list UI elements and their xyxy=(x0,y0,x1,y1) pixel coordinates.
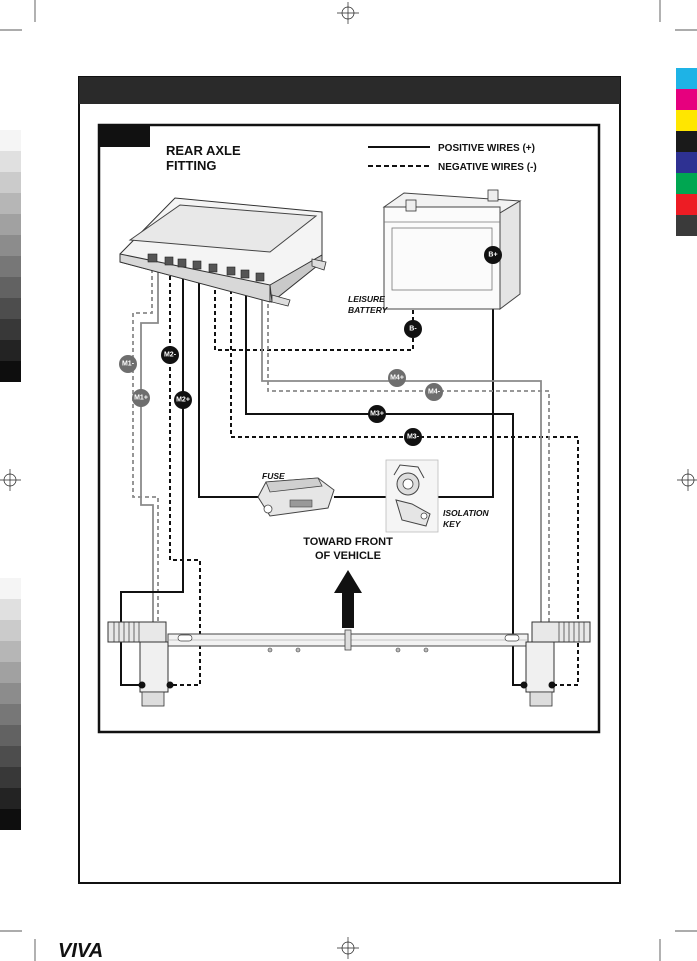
svg-text:B+: B+ xyxy=(488,252,497,259)
wire-fuse-feed xyxy=(198,262,258,498)
wire-m3-positive xyxy=(245,262,522,686)
battery-label-line2: BATTERY xyxy=(348,305,389,315)
svg-text:M4+: M4+ xyxy=(390,375,404,382)
right-motor xyxy=(525,621,591,707)
badge-m2-minus: M2- xyxy=(161,346,179,364)
wire-battery-negative xyxy=(214,213,414,351)
greyscale-swatch xyxy=(0,235,21,256)
badge-m2-plus: M2+ xyxy=(174,391,192,409)
wire-m2-negative xyxy=(169,262,201,686)
wire-m1-negative xyxy=(132,262,159,625)
greyscale-strip-top xyxy=(0,130,21,382)
greyscale-strip-bottom xyxy=(0,578,21,830)
badge-m3-minus: M3- xyxy=(404,428,422,446)
greyscale-swatch xyxy=(0,130,21,151)
greyscale-swatch xyxy=(0,578,21,599)
greyscale-swatch xyxy=(0,704,21,725)
color-calibration-bar xyxy=(676,68,697,236)
svg-text:B-: B- xyxy=(409,326,417,333)
greyscale-swatch xyxy=(0,214,21,235)
registration-mark-top xyxy=(337,2,359,24)
direction-label-line2: OF VEHICLE xyxy=(315,550,381,562)
figure-tab xyxy=(99,125,150,147)
greyscale-swatch xyxy=(0,319,21,340)
registration-mark-bottom xyxy=(337,937,359,959)
registration-mark-right xyxy=(677,469,697,491)
color-swatch xyxy=(676,68,697,89)
color-swatch xyxy=(676,152,697,173)
fuse-label: FUSE xyxy=(262,471,285,481)
badge-m4-plus: M4+ xyxy=(388,369,406,387)
color-swatch xyxy=(676,110,697,131)
color-swatch xyxy=(676,194,697,215)
greyscale-swatch xyxy=(0,788,21,809)
wire-m1-positive xyxy=(140,262,159,625)
svg-text:M1-: M1- xyxy=(122,361,135,368)
greyscale-swatch xyxy=(0,809,21,830)
registration-mark-left xyxy=(0,469,21,491)
greyscale-swatch xyxy=(0,599,21,620)
badge-b-minus: B- xyxy=(404,320,422,338)
greyscale-swatch xyxy=(0,277,21,298)
badge-m1-plus: M1+ xyxy=(132,389,150,407)
svg-text:M2-: M2- xyxy=(164,352,177,359)
greyscale-swatch xyxy=(0,641,21,662)
rear-axle xyxy=(167,629,529,653)
wire-m4-negative xyxy=(267,262,550,625)
greyscale-swatch xyxy=(0,662,21,683)
greyscale-swatch xyxy=(0,172,21,193)
diagram-title: REAR AXLE xyxy=(166,143,241,158)
leisure-battery xyxy=(382,189,522,310)
badge-m1-minus: M1- xyxy=(119,355,137,373)
diagram-title-line2: FITTING xyxy=(166,158,217,173)
arrow-up-icon xyxy=(334,570,362,628)
svg-text:VIVA: VIVA xyxy=(58,940,103,961)
greyscale-swatch xyxy=(0,767,21,788)
control-box xyxy=(119,197,327,307)
isolation-key-label-line2: KEY xyxy=(443,519,462,529)
greyscale-swatch xyxy=(0,340,21,361)
greyscale-swatch xyxy=(0,725,21,746)
header-bar xyxy=(79,77,620,104)
color-swatch xyxy=(676,89,697,110)
badge-b-plus: B+ xyxy=(484,246,502,264)
battery-label: LEISURE xyxy=(348,294,385,304)
junction-dots xyxy=(138,681,556,689)
greyscale-swatch xyxy=(0,683,21,704)
svg-text:M1+: M1+ xyxy=(134,395,148,402)
greyscale-swatch xyxy=(0,193,21,214)
svg-text:M3-: M3- xyxy=(407,434,420,441)
greyscale-swatch xyxy=(0,361,21,382)
svg-text:M4-: M4- xyxy=(428,389,441,396)
direction-label: TOWARD FRONT xyxy=(303,536,393,548)
legend-negative-label: NEGATIVE WIRES (-) xyxy=(438,162,537,173)
greyscale-swatch xyxy=(0,151,21,172)
left-motor xyxy=(107,621,169,707)
legend-positive-label: POSITIVE WIRES (+) xyxy=(438,143,535,154)
badge-m4-minus: M4- xyxy=(425,383,443,401)
badge-m3-plus: M3+ xyxy=(368,405,386,423)
greyscale-swatch xyxy=(0,620,21,641)
greyscale-swatch xyxy=(0,256,21,277)
color-swatch xyxy=(676,215,697,236)
color-swatch xyxy=(676,173,697,194)
color-swatch xyxy=(676,131,697,152)
wire-m2-positive xyxy=(120,262,184,686)
viva-logo: VIVA xyxy=(58,940,103,961)
isolation-key-label: ISOLATION xyxy=(443,508,490,518)
greyscale-swatch xyxy=(0,298,21,319)
fuse xyxy=(257,477,335,517)
svg-text:M3+: M3+ xyxy=(370,411,384,418)
svg-text:M2+: M2+ xyxy=(176,397,190,404)
isolation-key xyxy=(385,459,439,533)
greyscale-swatch xyxy=(0,746,21,767)
wire-m3-negative xyxy=(230,262,579,686)
